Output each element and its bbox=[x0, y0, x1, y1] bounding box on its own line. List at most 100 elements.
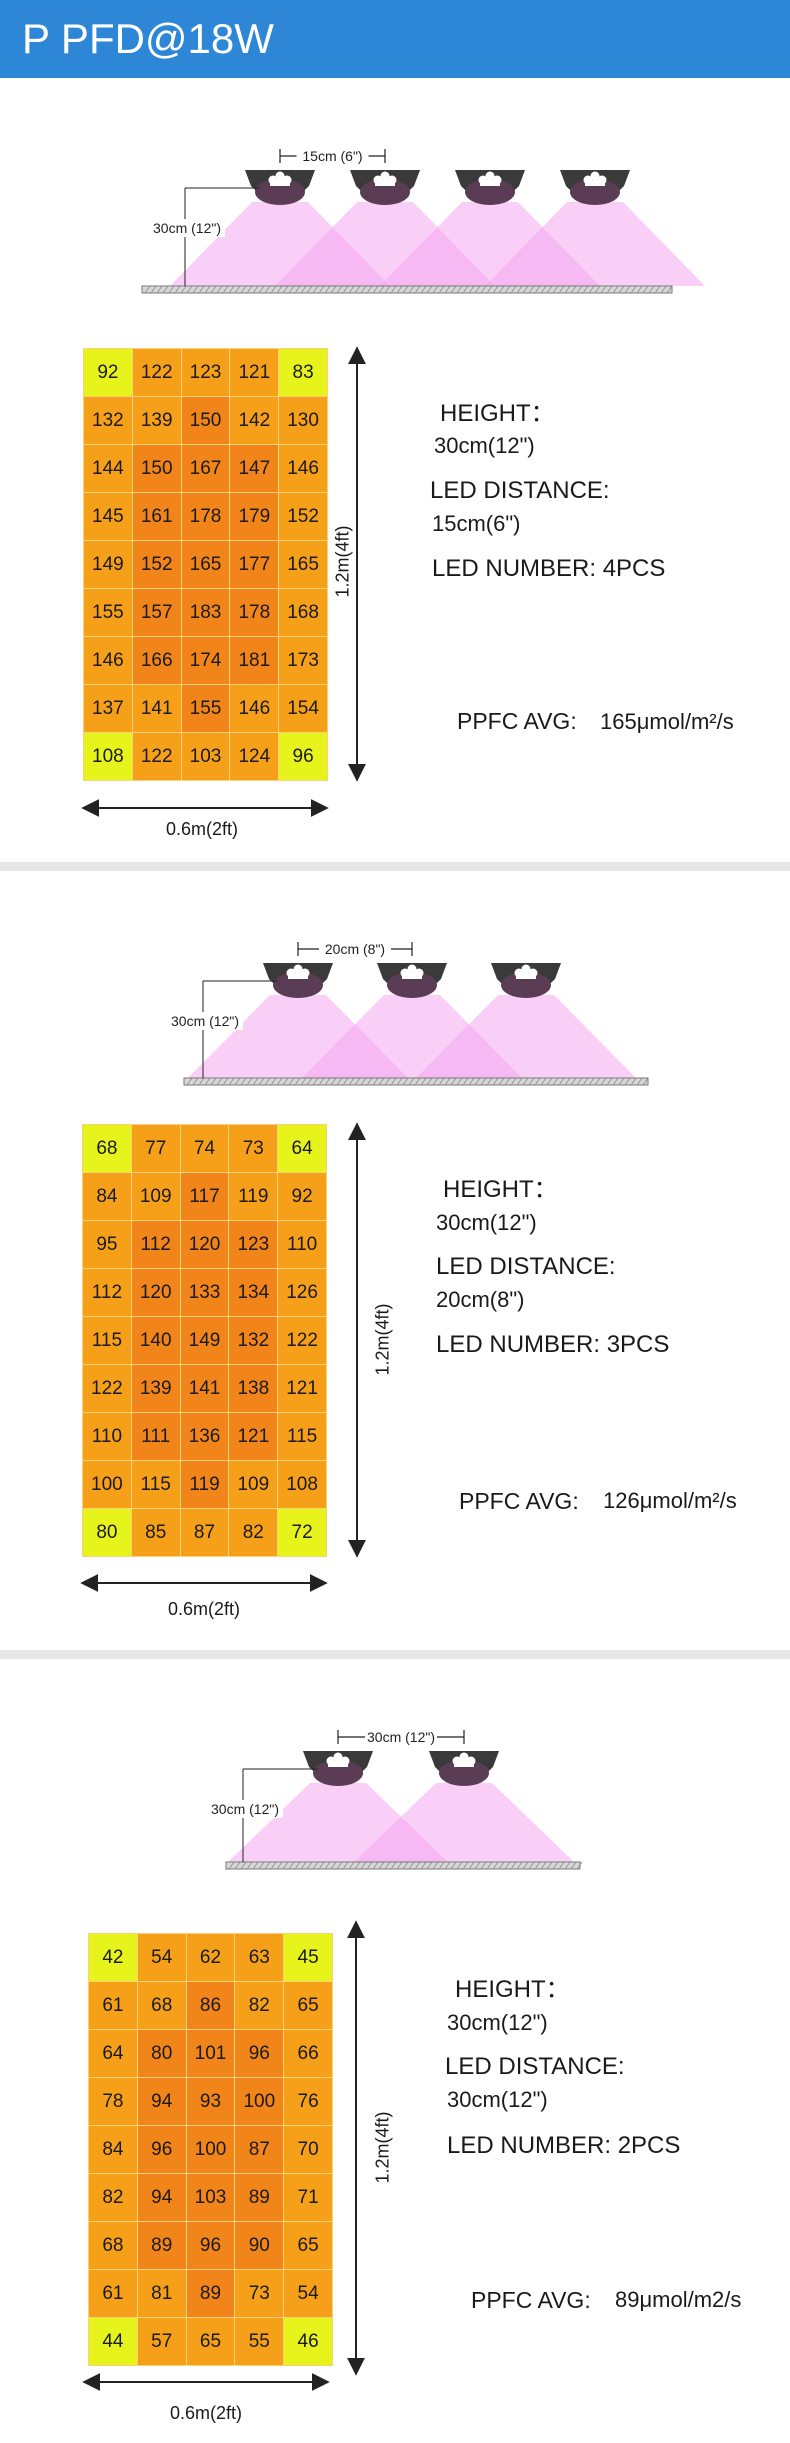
ppfd-cell: 120 bbox=[131, 1269, 181, 1317]
ppfd-cell: 64 bbox=[89, 2030, 138, 2078]
ppfd-cell: 110 bbox=[83, 1413, 132, 1461]
ppfd-cell: 154 bbox=[279, 685, 328, 733]
light-cone bbox=[354, 1783, 574, 1862]
ppfd-cell: 54 bbox=[137, 1934, 187, 1982]
ppfc-avg-label: PPFC AVG: bbox=[471, 2287, 591, 2313]
led-number: LED NUMBER: 4PCS bbox=[432, 555, 666, 582]
ppfd-cell: 103 bbox=[181, 733, 231, 781]
ppfd-cell: 96 bbox=[137, 2126, 187, 2174]
lamp-lens bbox=[273, 972, 323, 998]
ppfd-cell: 96 bbox=[279, 733, 328, 781]
ppfd-cell: 87 bbox=[180, 1509, 230, 1557]
ppfd-cell: 100 bbox=[83, 1461, 132, 1509]
ppfd-cell: 94 bbox=[137, 2078, 187, 2126]
ppfd-cell: 68 bbox=[83, 1125, 132, 1173]
ppfd-cell: 109 bbox=[131, 1173, 181, 1221]
horizontal-dimension-label: 0.6m(2ft) bbox=[168, 1599, 241, 1619]
ppfd-cell: 71 bbox=[284, 2174, 333, 2222]
ppfd-cell: 68 bbox=[137, 1982, 187, 2030]
ppfd-cell: 173 bbox=[279, 637, 328, 685]
ppfd-cell: 80 bbox=[83, 1509, 132, 1557]
dimension-arrows bbox=[82, 1920, 365, 2391]
ppfd-cell: 120 bbox=[180, 1221, 230, 1269]
page-title: P PFD@18W bbox=[22, 15, 274, 62]
dimension-arrows bbox=[81, 346, 366, 817]
ppfd-cell: 138 bbox=[229, 1365, 279, 1413]
ppfd-cell: 149 bbox=[84, 541, 133, 589]
ppfd-cell: 145 bbox=[84, 493, 133, 541]
ppfd-cell: 77 bbox=[131, 1125, 181, 1173]
ppfd-cell: 57 bbox=[137, 2318, 187, 2366]
ppfd-cell: 147 bbox=[230, 445, 280, 493]
horizontal-dimension-label: 0.6m(2ft) bbox=[166, 819, 239, 839]
lamp-lens bbox=[360, 179, 410, 205]
vertical-dimension-label: 1.2m(4ft) bbox=[372, 1303, 393, 1376]
ppfd-cell: 84 bbox=[89, 2126, 138, 2174]
ppfd-cell: 44 bbox=[89, 2318, 138, 2366]
spacing-label: 30cm (12") bbox=[367, 1729, 435, 1745]
height-value: 30cm(12") bbox=[447, 2010, 548, 2035]
ppfd-cell: 108 bbox=[278, 1461, 327, 1509]
ppfd-cell: 94 bbox=[137, 2174, 187, 2222]
ppfd-cell: 112 bbox=[131, 1221, 181, 1269]
page-header: P PFD@18W bbox=[0, 0, 790, 78]
ppfd-cell: 167 bbox=[181, 445, 231, 493]
height-dimension-label: 30cm (12") bbox=[211, 1801, 279, 1817]
ppfd-cell: 82 bbox=[229, 1509, 279, 1557]
height-value: 30cm(12") bbox=[436, 1210, 537, 1235]
ppfd-cell: 76 bbox=[284, 2078, 333, 2126]
spacing-label: 20cm (8") bbox=[325, 941, 385, 957]
ppfd-cell: 183 bbox=[181, 589, 231, 637]
ppfd-cell: 63 bbox=[235, 1934, 285, 1982]
ppfd-cell: 82 bbox=[89, 2174, 138, 2222]
ppfd-cell: 80 bbox=[137, 2030, 187, 2078]
ppfd-cell: 121 bbox=[229, 1413, 279, 1461]
ppfd-cell: 55 bbox=[235, 2318, 285, 2366]
ppfd-cell: 89 bbox=[186, 2270, 236, 2318]
ppfd-cell: 72 bbox=[278, 1509, 327, 1557]
lamp-lens bbox=[570, 179, 620, 205]
led-distance-label: LED DISTANCE: bbox=[430, 477, 610, 504]
ppfd-cell: 54 bbox=[284, 2270, 333, 2318]
ppfd-cell: 146 bbox=[279, 445, 328, 493]
ppfd-cell: 139 bbox=[131, 1365, 181, 1413]
ppfd-cell: 146 bbox=[230, 685, 280, 733]
light-cone bbox=[485, 202, 705, 286]
ppfd-cell: 117 bbox=[180, 1173, 230, 1221]
lamp-diagram: 30cm (12") 30cm (12") bbox=[203, 1728, 583, 1870]
ppfd-cell: 136 bbox=[180, 1413, 230, 1461]
ppfd-cell: 157 bbox=[132, 589, 182, 637]
ppfd-cell: 142 bbox=[230, 397, 280, 445]
ppfc-avg-label: PPFC AVG: bbox=[459, 1488, 579, 1514]
ground-surface bbox=[183, 1077, 649, 1086]
lamp-lens bbox=[387, 972, 437, 998]
ppfd-cell: 84 bbox=[83, 1173, 132, 1221]
ppfd-cell: 103 bbox=[186, 2174, 236, 2222]
ppfc-avg-value: 126μmol/m²/s bbox=[603, 1488, 737, 1513]
ppfd-cell: 86 bbox=[186, 1982, 236, 2030]
ppfd-cell: 122 bbox=[278, 1317, 327, 1365]
ppfd-cell: 166 bbox=[132, 637, 182, 685]
ppfd-cell: 82 bbox=[235, 1982, 285, 2030]
led-distance-label: LED DISTANCE: bbox=[445, 2053, 625, 2080]
ppfd-cell: 177 bbox=[230, 541, 280, 589]
ppfd-cell: 144 bbox=[84, 445, 133, 493]
ppfd-cell: 65 bbox=[284, 1982, 333, 2030]
ground-surface bbox=[141, 285, 673, 294]
ppfd-cell: 61 bbox=[89, 1982, 138, 2030]
ppfd-cell: 181 bbox=[230, 637, 280, 685]
ppfd-cell: 150 bbox=[181, 397, 231, 445]
ppfd-cell: 152 bbox=[279, 493, 328, 541]
ppfd-cell: 83 bbox=[279, 349, 328, 397]
section-divider bbox=[0, 862, 790, 871]
ppfd-cell: 121 bbox=[230, 349, 280, 397]
ppfd-cell: 74 bbox=[180, 1125, 230, 1173]
ppfd-cell: 141 bbox=[180, 1365, 230, 1413]
ppfd-cell: 155 bbox=[181, 685, 231, 733]
ppfd-cell: 110 bbox=[278, 1221, 327, 1269]
ppfd-cell: 141 bbox=[132, 685, 182, 733]
ppfd-cell: 101 bbox=[186, 2030, 236, 2078]
ppfd-cell: 62 bbox=[186, 1934, 236, 1982]
